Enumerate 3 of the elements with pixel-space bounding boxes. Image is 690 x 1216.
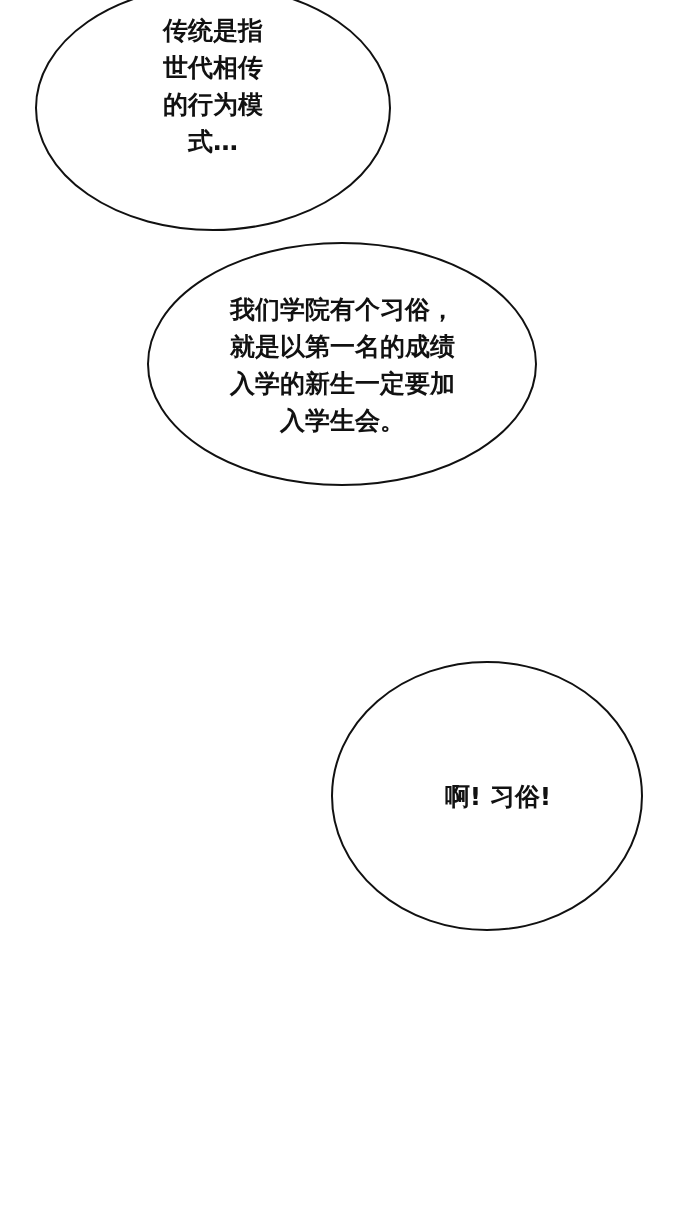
speech-text: 啊! 习俗! [443, 780, 553, 813]
speech-text: 我们学院有个习俗，就是以第一名的成绩入学的新生一定要加入学生会。 [228, 294, 456, 437]
speech-text: 传统是指世代相传的行为模式… [161, 15, 264, 158]
